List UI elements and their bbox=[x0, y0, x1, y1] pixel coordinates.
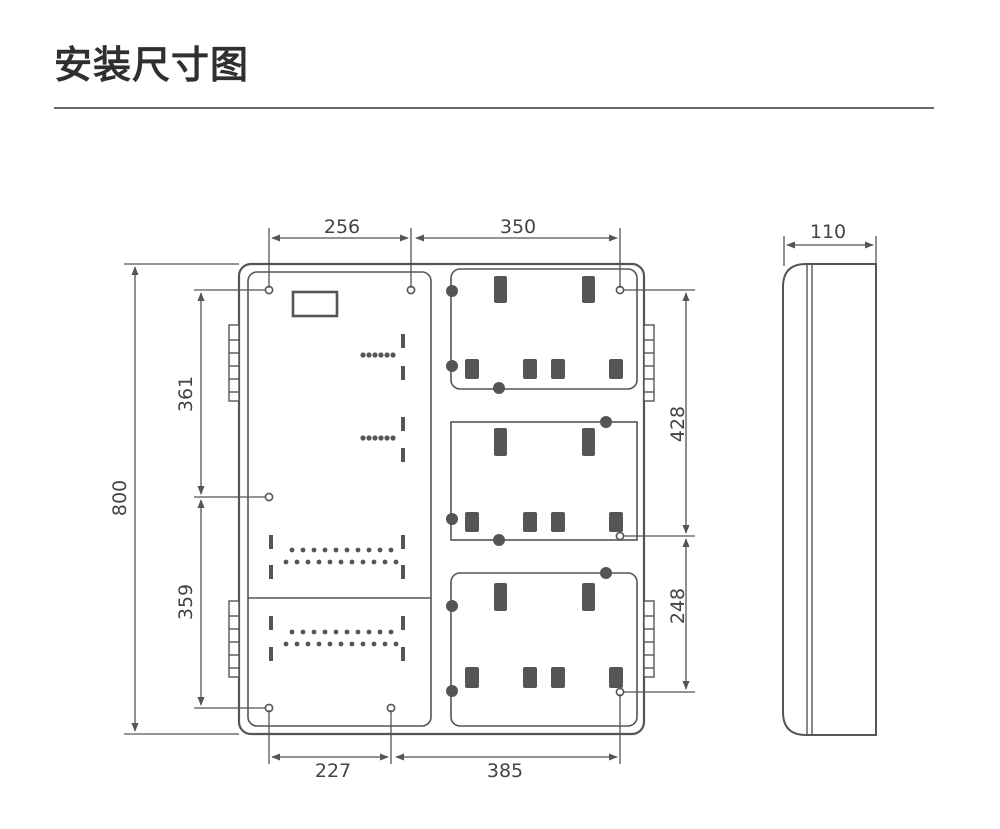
page-title: 安装尺寸图 bbox=[54, 43, 250, 87]
mounting-holes bbox=[264, 285, 625, 713]
dim-depth: 110 bbox=[810, 221, 846, 243]
side-view-outline bbox=[782, 263, 877, 736]
dim-total-height: 800 bbox=[109, 480, 131, 516]
side-brackets bbox=[228, 324, 655, 678]
terminal-strips bbox=[269, 334, 405, 661]
dim-bottom-right-width: 385 bbox=[487, 760, 523, 782]
terminal-strip-4 bbox=[269, 616, 405, 661]
dim-left-upper-spacing: 361 bbox=[175, 376, 197, 412]
terminal-strip-2 bbox=[360, 417, 405, 462]
right-compartment-middle bbox=[450, 421, 638, 541]
dim-top-right-width: 350 bbox=[500, 216, 536, 238]
dim-top-left-width: 256 bbox=[324, 216, 360, 238]
mounting-hole bbox=[615, 531, 625, 541]
enclosure-outline bbox=[237, 262, 646, 736]
side-view bbox=[782, 263, 877, 736]
dimension-lines bbox=[124, 228, 877, 764]
right-compartment-bottom bbox=[450, 572, 638, 727]
dimension-labels: 256 350 227 385 800 361 359 428 248 110 bbox=[109, 216, 846, 782]
right-compartment-top bbox=[450, 268, 638, 390]
terminal-strip-3 bbox=[269, 535, 405, 579]
front-view bbox=[237, 262, 646, 736]
bracket-left-lower bbox=[228, 600, 240, 678]
meter-window bbox=[291, 290, 339, 318]
title-divider bbox=[54, 107, 934, 109]
dim-right-upper-spacing: 428 bbox=[667, 406, 689, 442]
bracket-right-upper bbox=[643, 324, 655, 402]
bracket-right-lower bbox=[643, 600, 655, 678]
bracket-left-upper bbox=[228, 324, 240, 402]
dim-left-lower-spacing: 359 bbox=[175, 584, 197, 620]
dim-bottom-left-width: 227 bbox=[315, 760, 351, 782]
left-panel bbox=[247, 271, 432, 727]
terminal-strip-1 bbox=[360, 334, 405, 380]
mounting-hole bbox=[264, 492, 274, 502]
meter-blocks bbox=[446, 276, 623, 697]
dim-right-lower-spacing: 248 bbox=[667, 588, 689, 624]
